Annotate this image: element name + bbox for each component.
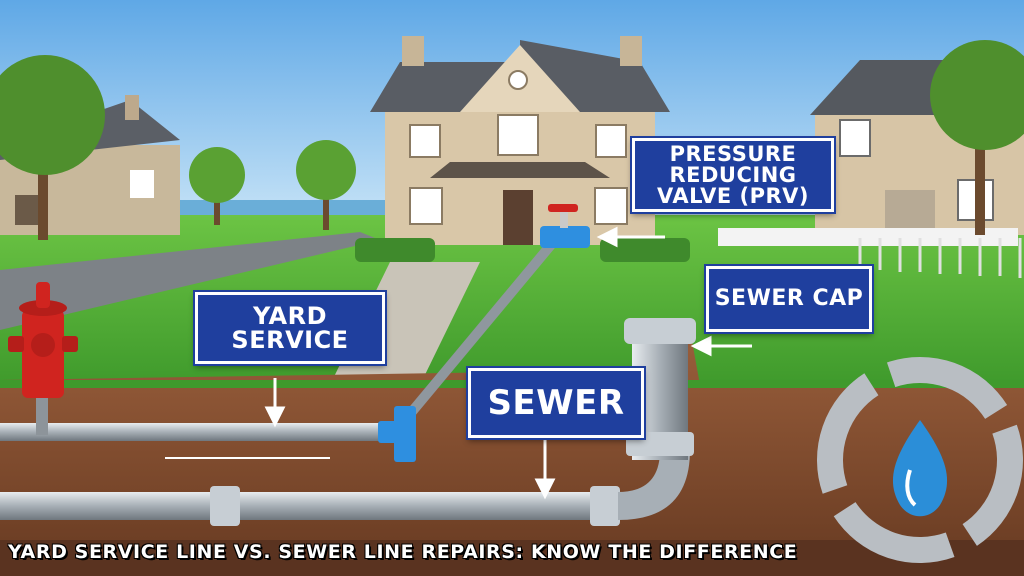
sewer-pipe <box>0 492 620 520</box>
pipe-coupling <box>626 432 694 456</box>
fire-hydrant <box>8 282 78 435</box>
prv-valve <box>540 204 590 248</box>
caption-bar <box>0 540 1024 576</box>
trees <box>0 40 1024 240</box>
sewer-label: Sewer <box>468 368 644 438</box>
sewer-cap-label-text: Sewer Cap <box>714 286 864 311</box>
pointer-arrows <box>165 226 752 500</box>
sewer-label-text: Sewer <box>487 383 625 423</box>
pipe-coupling <box>210 486 240 526</box>
yard-service-label-text: Yard Service <box>231 302 349 354</box>
prv-label-text: Pressure Reducing Valve (PRV) <box>657 141 809 208</box>
sewer-cap-label: Sewer Cap <box>706 266 872 332</box>
prv-label: Pressure Reducing Valve (PRV) <box>632 138 834 212</box>
sewer-elbow <box>618 450 690 520</box>
sewer-cap <box>624 318 696 344</box>
water-drop-icon <box>817 357 1023 563</box>
pipe-coupling <box>590 486 620 526</box>
tee-fitting <box>394 406 416 462</box>
supply-pipe <box>401 236 559 424</box>
yard-service-pipe <box>0 423 400 441</box>
road <box>0 232 380 330</box>
main-house <box>355 36 690 262</box>
caption: Yard Service Line vs. Sewer Line Repairs… <box>8 541 798 563</box>
yard-service-label: Yard Service <box>195 292 385 364</box>
